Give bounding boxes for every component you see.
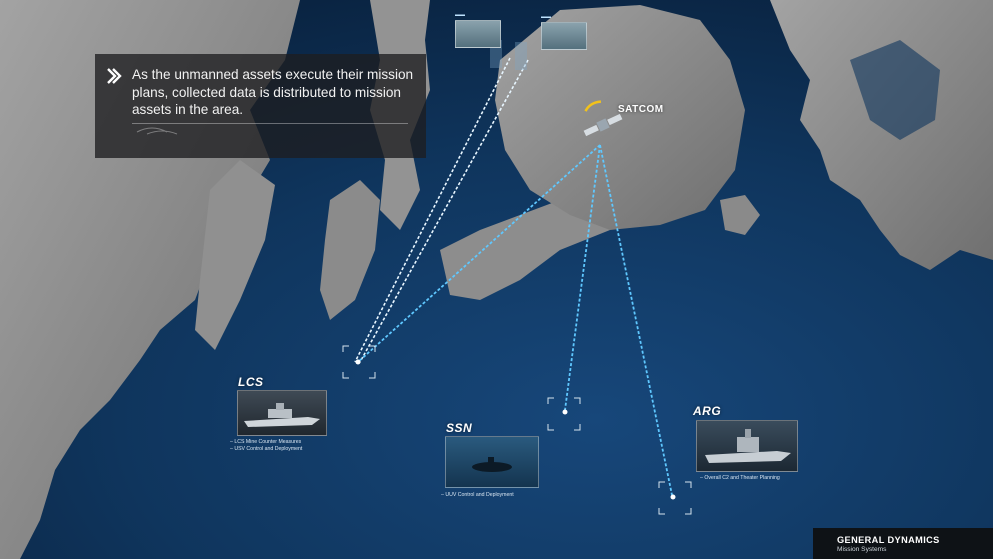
chevron-right-icon <box>107 68 122 84</box>
link-drone2-lcs <box>359 59 529 363</box>
link-drone1-lcs <box>354 57 511 363</box>
target-bracket-icon <box>658 481 692 515</box>
target-bracket-icon <box>342 345 376 379</box>
link-satcom-ssn <box>564 144 601 411</box>
lcs-label: LCS <box>238 375 264 389</box>
arg-detail-1: – Overall C2 and Theater Planning <box>700 475 780 481</box>
ssn-label: SSN <box>446 421 473 435</box>
drone-beam-2 <box>515 42 527 70</box>
landmass-east-inlet <box>850 40 940 140</box>
satcom-label: SATCOM <box>618 104 664 115</box>
landmass-east <box>770 0 993 270</box>
drone-icon <box>455 20 501 48</box>
arg-label: ARG <box>693 404 722 418</box>
ssn-detail-1: – UUV Control and Deployment <box>441 492 514 498</box>
caption-decoration <box>136 127 178 135</box>
link-satcom-lcs <box>357 144 601 363</box>
landmass-small-island <box>720 195 760 235</box>
drone-icon <box>541 22 587 50</box>
lcs-detail-2: – USV Control and Deployment <box>230 446 303 452</box>
landmass-island-center <box>320 180 380 320</box>
logo-subtitle: Mission Systems <box>837 546 887 553</box>
lcs-detail-1: – LCS Mine Counter Measures <box>230 439 302 445</box>
ssn-card <box>445 436 539 488</box>
landmass-peninsula-west <box>195 160 275 350</box>
caption-divider <box>132 123 408 124</box>
ship-icon <box>705 429 791 463</box>
caption-panel: As the unmanned assets execute their mis… <box>95 54 426 158</box>
satellite-icon <box>583 100 623 137</box>
target-bracket-icon <box>547 397 581 431</box>
link-satcom-arg <box>599 144 673 496</box>
general-dynamics-logo: GENERAL DYNAMICS Mission Systems <box>813 528 993 559</box>
drone-label-1: ▬▬ <box>455 12 465 18</box>
logo-name: GENERAL DYNAMICS <box>837 535 940 545</box>
drone-label-2: ▬▬ <box>541 14 551 20</box>
caption-text: As the unmanned assets execute their mis… <box>132 67 414 118</box>
lcs-card <box>237 390 327 436</box>
submarine-icon <box>472 457 512 472</box>
ship-icon <box>244 403 320 427</box>
arg-card <box>696 420 798 472</box>
landmass-peninsula-center <box>440 195 610 300</box>
